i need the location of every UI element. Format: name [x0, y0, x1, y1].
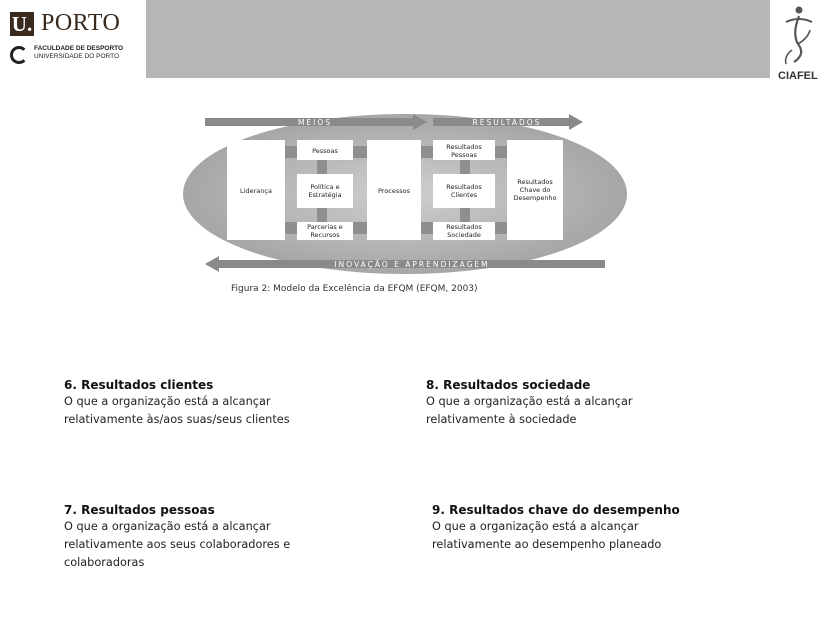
processos-label: Processos [378, 187, 411, 195]
criterion-line: relativamente às/aos suas/seus clientes [64, 413, 290, 426]
res-clientes-label-1: Resultados [446, 183, 482, 191]
criterion-line: O que a organização está a alcançar [432, 520, 639, 533]
uporto-logo[interactable]: U. PORTO FACULDADE DE DESPORTO UNIVERSID… [10, 8, 146, 78]
connector [495, 146, 507, 158]
meios-arrow: MEIOS [205, 114, 427, 130]
res-clientes-label-2: Clientes [451, 191, 478, 199]
connector [421, 146, 433, 158]
politica-label-2: Estratégia [308, 191, 341, 199]
criterion-8: 8. Resultados sociedade O que a organiza… [426, 377, 726, 429]
criterion-line: relativamente ao desempenho planeado [432, 538, 662, 551]
connector [421, 222, 433, 234]
connector [285, 146, 297, 158]
res-pessoas-label-2: Pessoas [451, 151, 477, 159]
criterion-7: 7. Resultados pessoas O que a organizaçã… [64, 502, 364, 572]
res-pessoas-box [433, 140, 495, 160]
connector [317, 208, 327, 222]
connector [460, 160, 470, 174]
parcerias-label-1: Parcerias e [307, 223, 343, 231]
criterion-6: 6. Resultados clientes O que a organizaç… [64, 377, 364, 429]
criterion-line: colaboradoras [64, 556, 145, 569]
ciafel-text: CIAFEL [778, 70, 818, 82]
criterion-title: 8. Resultados sociedade [426, 378, 591, 392]
connector [495, 222, 507, 234]
resultados-arrow: RESULTADOS [433, 114, 583, 130]
pessoas-box [297, 140, 353, 160]
res-pessoas-label-1: Resultados [446, 143, 482, 151]
lideranca-label: Liderança [240, 187, 272, 195]
inovacao-arrow: INOVAÇÃO E APRENDIZAGEM [205, 256, 605, 272]
parcerias-label-2: Recursos [310, 231, 340, 239]
ciafel-logo[interactable]: CIAFEL [772, 4, 824, 90]
connector [317, 160, 327, 174]
criterion-line: O que a organização está a alcançar [64, 520, 271, 533]
figure-caption: Figura 2: Modelo da Excelência da EFQM (… [231, 284, 478, 294]
criterion-line: O que a organização está a alcançar [426, 395, 633, 408]
connector [285, 222, 297, 234]
criterion-title: 9. Resultados chave do desempenho [432, 503, 680, 517]
res-chave-label-3: Desempenho [513, 194, 556, 202]
criterion-line: relativamente à sociedade [426, 413, 577, 426]
meios-label: MEIOS [298, 118, 332, 127]
lideranca-box [227, 140, 285, 240]
logo-u-mark: U. [10, 12, 34, 36]
res-chave-box [507, 140, 563, 240]
logo-university-text: UNIVERSIDADE DO PORTO [34, 53, 119, 60]
logo-faculty-text: FACULDADE DE DESPORTO [34, 45, 124, 52]
logo-porto-text: PORTO [41, 10, 121, 36]
res-sociedade-label-1: Resultados [446, 223, 482, 231]
res-sociedade-label-2: Sociedade [447, 231, 481, 239]
criterion-9: 9. Resultados chave do desempenho O que … [432, 502, 752, 554]
logo-ring-icon [10, 46, 28, 64]
header-banner [146, 0, 770, 78]
parcerias-box [297, 222, 353, 240]
efqm-model-diagram: MEIOS RESULTADOS INOVAÇÃO E APRENDIZAGEM [183, 114, 627, 274]
connector [353, 222, 367, 234]
pessoas-label: Pessoas [312, 147, 338, 155]
inovacao-label: INOVAÇÃO E APRENDIZAGEM [334, 260, 489, 269]
res-sociedade-box [433, 222, 495, 240]
resultados-label: RESULTADOS [473, 118, 542, 127]
criterion-title: 7. Resultados pessoas [64, 503, 215, 517]
processos-box [367, 140, 421, 240]
connector [460, 208, 470, 222]
res-clientes-box [433, 174, 495, 208]
connector [353, 146, 367, 158]
res-chave-label-1: Resultados [517, 178, 553, 186]
criterion-line: relativamente aos seus colaboradores e [64, 538, 291, 551]
politica-label-1: Política e [310, 183, 339, 191]
ciafel-figure-icon [784, 6, 813, 65]
criterion-title: 6. Resultados clientes [64, 378, 214, 392]
res-chave-label-2: Chave do [520, 186, 551, 194]
criterion-line: O que a organização está a alcançar [64, 395, 271, 408]
politica-box [297, 174, 353, 208]
